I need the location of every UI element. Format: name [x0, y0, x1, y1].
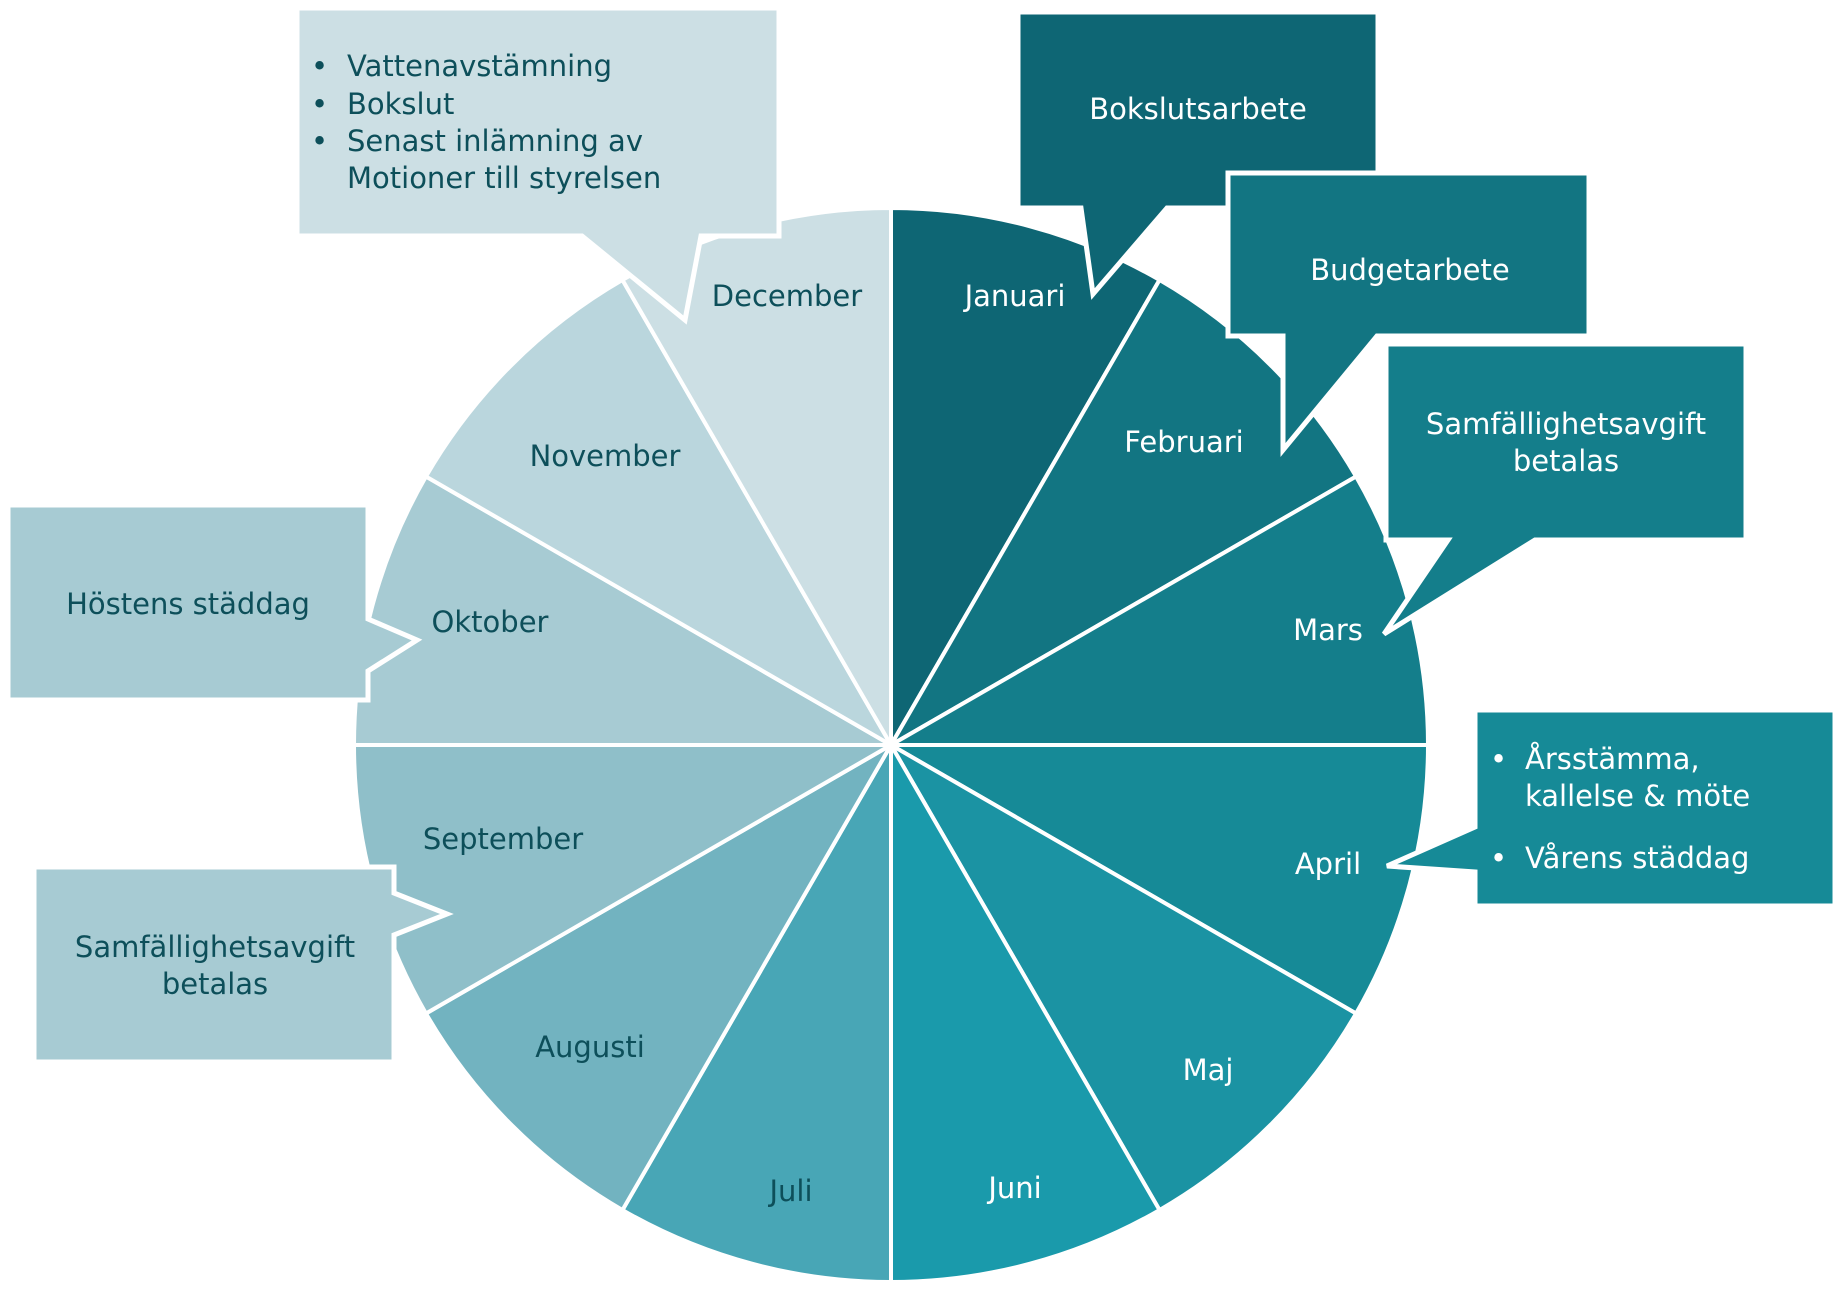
callout-oktober: Höstens städdag	[5, 502, 423, 703]
bullet: •	[1490, 742, 1507, 776]
callout-oktober-box	[5, 502, 423, 703]
month-label-september: September	[423, 822, 583, 856]
callout-april-item: Årsstämma,	[1525, 742, 1700, 776]
bullet: •	[1490, 841, 1507, 875]
bullet: •	[311, 87, 328, 121]
callout-december-item: Motioner till styrelsen	[347, 161, 661, 195]
callout-januari-text: Bokslutsarbete	[1089, 92, 1307, 126]
bullet: •	[311, 49, 328, 83]
slice-januari	[889, 205, 1163, 753]
callout-april: • Årsstämma, kallelse & möte • Vårens st…	[1385, 707, 1838, 909]
callout-september-box	[31, 864, 454, 1065]
callout-december: • Vattenavstämning • Bokslut • Senast in…	[294, 5, 782, 325]
callout-april-item: kallelse & möte	[1525, 779, 1750, 813]
callout-januari: Bokslutsarbete	[1015, 9, 1381, 300]
slice-juli	[619, 737, 893, 1285]
callout-september: Samfällighetsavgift betalas	[31, 864, 454, 1065]
slice-november	[423, 277, 897, 751]
callout-mars-line: Samfällighetsavgift	[1426, 407, 1706, 441]
callout-oktober-text: Höstens städdag	[66, 587, 310, 621]
month-label-juli: Juli	[767, 1174, 812, 1208]
month-label-mars: Mars	[1293, 613, 1363, 647]
callout-december-box	[294, 5, 782, 325]
callout-mars-line: betalas	[1513, 444, 1619, 478]
callout-februari: Budgetarbete	[1225, 170, 1592, 457]
callout-december-item: Bokslut	[347, 87, 454, 121]
slice-juni	[889, 737, 1163, 1285]
month-label-december: December	[712, 279, 862, 313]
month-label-oktober: Oktober	[432, 605, 549, 639]
month-label-februari: Februari	[1124, 425, 1243, 459]
slice-april	[883, 743, 1431, 1017]
callout-mars: Samfällighetsavgift betalas	[1381, 341, 1749, 637]
bullet: •	[311, 124, 328, 158]
callout-december-item: Senast inlämning av	[347, 124, 643, 158]
callout-april-item: Vårens städdag	[1525, 841, 1749, 875]
callout-februari-box	[1225, 170, 1592, 457]
month-label-juni: Juni	[986, 1171, 1041, 1205]
callout-januari-box	[1015, 9, 1381, 300]
month-label-augusti: Augusti	[535, 1030, 645, 1064]
callout-mars-box	[1381, 341, 1749, 637]
slice-maj	[885, 739, 1359, 1213]
month-label-januari: Januari	[963, 279, 1066, 313]
slice-februari	[885, 277, 1359, 751]
callout-december-item: Vattenavstämning	[347, 49, 612, 83]
slice-oktober	[351, 473, 899, 747]
slice-augusti	[423, 739, 897, 1213]
callout-februari-text: Budgetarbete	[1310, 253, 1509, 287]
month-label-november: November	[530, 439, 681, 473]
callout-april-box	[1385, 707, 1838, 909]
month-label-april: April	[1295, 847, 1361, 881]
month-slices	[351, 205, 1431, 1285]
month-label-maj: Maj	[1183, 1053, 1234, 1087]
callout-september-line: betalas	[162, 967, 268, 1001]
callout-september-line: Samfällighetsavgift	[75, 930, 355, 964]
